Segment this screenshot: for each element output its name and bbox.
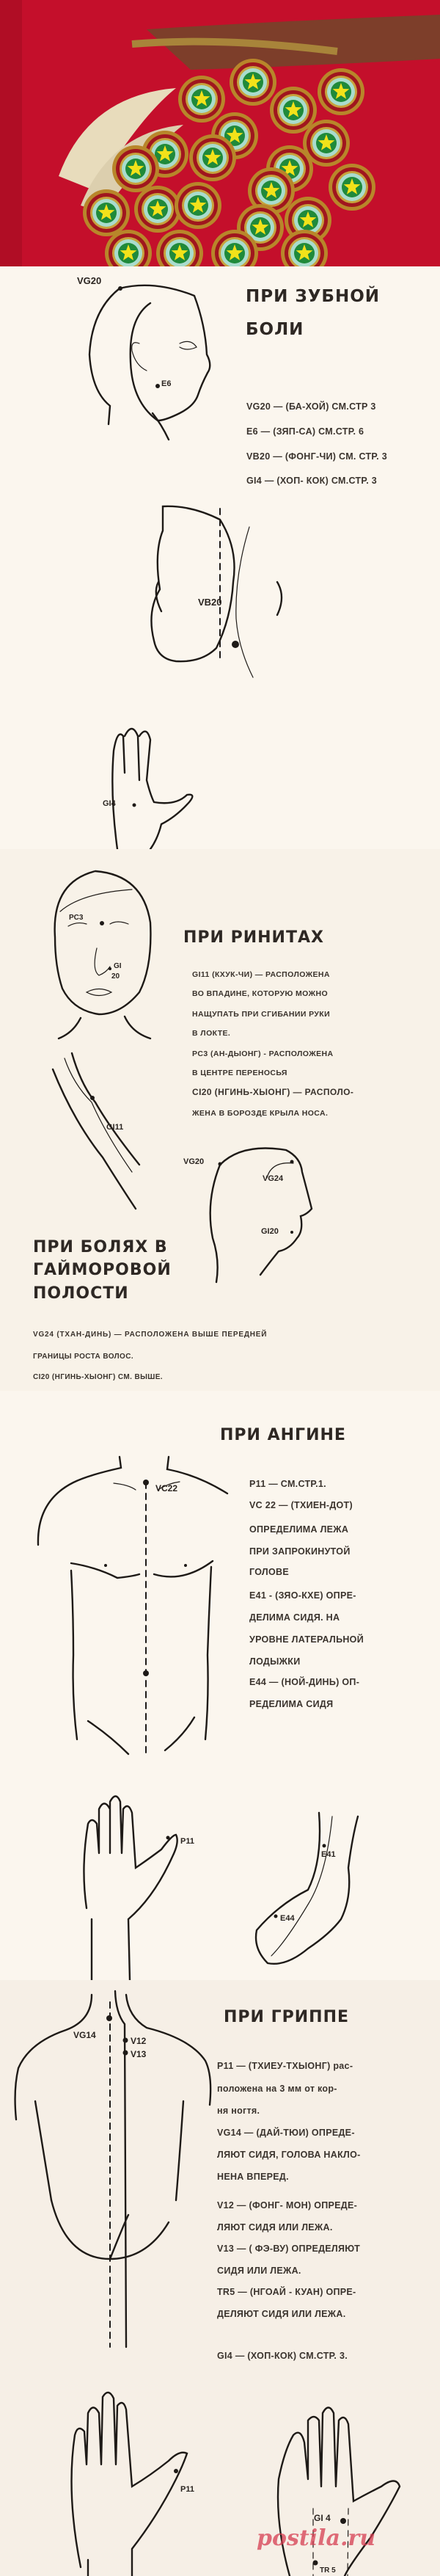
point-label-vb20: VB20: [198, 597, 222, 608]
point-label-p11: P11: [180, 2485, 194, 2494]
header-photo: [0, 0, 440, 266]
text-line: РЕДЕЛИМА СИДЯ: [249, 1699, 334, 1709]
balm-tin: [285, 197, 331, 244]
balm-tin: [318, 68, 364, 115]
balm-tin: [270, 87, 317, 134]
text-line: ЛОДЫЖКИ: [249, 1656, 301, 1667]
text-line: В ЦЕНТРЕ ПЕРЕНОСЬЯ: [192, 1069, 287, 1077]
point-label-gi20: GI20: [261, 1227, 279, 1236]
section-title: ГАЙМОРОВОЙ: [33, 1261, 172, 1279]
balm-tin: [248, 167, 295, 214]
balm-tin: [105, 230, 152, 266]
balm-tin: [329, 164, 375, 211]
text-line: GI4 — (ХОП- КОК) СМ.СТР. 3: [246, 476, 377, 486]
point-label-v13: V13: [131, 2049, 147, 2059]
section-title: ПРИ ГРИППЕ: [224, 2008, 350, 2026]
text-line: НЕНА ВПЕРЕД.: [217, 2172, 289, 2182]
point-label-gi20: GI: [114, 962, 122, 970]
section-title: ПРИ АНГИНЕ: [220, 1426, 346, 1444]
text-line: VC 22 — (ТХИЕН-ДОТ): [249, 1500, 353, 1510]
section-rhinitis: ПРИ РИНИТАХ GI11 (КХУК-ЧИ) — РАСПОЛОЖЕНА…: [0, 849, 440, 1391]
point-label-e44: E44: [280, 1914, 295, 1923]
text-line: CI20 (НГИНЬ-ХЫОНГ) СМ. ВЫШЕ.: [33, 1373, 163, 1381]
balm-tin: [156, 230, 203, 266]
text-line: УРОВНЕ ЛАТЕРАЛЬНОЙ: [249, 1634, 364, 1645]
text-line: PC3 (АН-ДЫОНГ) - РАСПОЛОЖЕНА: [192, 1049, 334, 1058]
point-label-gi11: GI11: [106, 1123, 124, 1132]
text-line: E41 - (ЗЯО-КХЕ) ОПРЕ-: [249, 1590, 356, 1601]
text-line: TR5 — (НГОАЙ - КУАН) ОПРЕ-: [217, 2287, 356, 2297]
torso-hand-foot-illustration: [37, 1455, 359, 1982]
text-line: ГРАНИЦЫ РОСТА ВОЛОС.: [33, 1353, 134, 1361]
balm-tin: [83, 189, 130, 236]
point-label-gi4: GI 4: [314, 2513, 331, 2523]
text-line: ДЕЛЯЮТ СИДЯ ИЛИ ЛЕЖА.: [217, 2309, 346, 2319]
text-line: ДЕЛИМА СИДЯ. НА: [249, 1612, 340, 1623]
point-label-e41: E41: [321, 1850, 336, 1859]
balm-tin: [211, 230, 258, 266]
text-line: ня ногтя.: [217, 2106, 260, 2116]
balm-tin: [134, 186, 181, 233]
balm-tins-photo: [0, 0, 440, 266]
text-line: P11 — СМ.СТР.1.: [249, 1479, 326, 1489]
head-profile-illustration: [88, 284, 283, 851]
text-line: GI11 (КХУК-ЧИ) — РАСПОЛОЖЕНА: [192, 970, 330, 979]
section-angina: ПРИ АНГИНЕ P11 — СМ.СТР.1. VC 22 — (ТХИЕ…: [0, 1391, 440, 1982]
balm-tin: [237, 204, 284, 251]
balm-tin: [281, 230, 328, 266]
point-label-pc3: PC3: [69, 914, 84, 922]
watermark-link[interactable]: postila.ru: [257, 2525, 376, 2551]
text-line: VG24 (ТХАН-ДИНЬ) — РАСПОЛОЖЕНА ВЫШЕ ПЕРЕ…: [33, 1331, 268, 1339]
text-line: НАЩУПАТЬ ПРИ СГИБАНИИ РУКИ: [192, 1010, 331, 1019]
point-label-vg20: VG20: [183, 1157, 205, 1166]
point-label-gi20-num: 20: [111, 972, 120, 980]
point-label-p11: P11: [180, 1837, 194, 1846]
text-line: ЖЕНА В БОРОЗДЕ КРЫЛА НОСА.: [192, 1109, 329, 1118]
text-line: ЛЯЮТ СИДЯ, ГОЛОВА НАКЛО-: [217, 2150, 361, 2160]
point-label-tr5: TR 5: [320, 2566, 336, 2575]
text-line: ГОЛОВЕ: [249, 1567, 289, 1577]
text-line: В ЛОКТЕ.: [192, 1029, 231, 1038]
balm-tin: [230, 59, 276, 106]
text-line: E6 — (ЗЯП-СА) СМ.СТР. 6: [246, 426, 364, 437]
text-line: VB20 — (ФОНГ-ЧИ) СМ. СТР. 3: [246, 451, 387, 462]
point-label-v12: V12: [131, 2036, 147, 2046]
face-arm-head-illustration: [51, 870, 313, 1284]
text-line: ОПРЕДЕЛИМА ЛЕЖА: [249, 1524, 349, 1535]
point-label-gi4: GI4: [103, 799, 116, 808]
section-title: БОЛИ: [246, 320, 304, 339]
back-hands-illustration: [14, 1990, 401, 2576]
text-line: P11 — (ТХИЕУ-ТХЫОНГ) рас-: [217, 2061, 353, 2071]
text-line: VG14 — (ДАЙ-ТЮИ) ОПРЕДЕ-: [217, 2128, 355, 2138]
section-toothache: ПРИ ЗУБНОЙ БОЛИ VG20 — (БА-ХОЙ) СМ.СТР 3…: [0, 266, 440, 851]
point-label-vg14: VG14: [73, 2030, 96, 2040]
section-title: ПРИ РИНИТАХ: [183, 928, 324, 947]
text-line: E44 — (НОЙ-ДИНЬ) ОП-: [249, 1677, 360, 1687]
text-line: ПРИ ЗАПРОКИНУТОЙ: [249, 1546, 351, 1557]
balm-tin: [175, 182, 221, 229]
point-label-vc22: VC22: [155, 1483, 178, 1493]
text-line: CI20 (НГИНЬ-ХЫОНГ) — РАСПОЛО-: [192, 1087, 354, 1097]
text-line: ЛЯЮТ СИДЯ ИЛИ ЛЕЖА.: [217, 2222, 333, 2233]
balm-tin: [178, 76, 225, 123]
section-title: ПРИ ЗУБНОЙ: [246, 287, 381, 306]
balm-tin: [112, 145, 159, 192]
text-line: V12 — (ФОНГ- МОН) ОПРЕДЕ-: [217, 2200, 358, 2211]
text-line: положена на 3 мм от кор-: [217, 2084, 337, 2094]
text-line: ВО ВПАДИНЕ, КОТОРУЮ МОЖНО: [192, 989, 329, 998]
section-flu: ПРИ ГРИППЕ P11 — (ТХИЕУ-ТХЫОНГ) рас-поло…: [0, 1980, 440, 2576]
text-line: VG20 — (БА-ХОЙ) СМ.СТР 3: [246, 401, 376, 412]
text-line: СИДЯ ИЛИ ЛЕЖА.: [217, 2266, 301, 2276]
balm-tin: [189, 134, 236, 181]
text-line: V13 — ( ФЭ-ВУ) ОПРЕДЕЛЯЮТ: [217, 2244, 361, 2254]
text-line: GI4 — (ХОП-КОК) СМ.СТР. 3.: [217, 2351, 348, 2361]
section-title: ПОЛОСТИ: [33, 1284, 129, 1303]
point-label-e6: E6: [161, 379, 172, 388]
section-title: ПРИ БОЛЯХ В: [33, 1238, 168, 1256]
point-label-vg20: VG20: [77, 275, 102, 286]
balm-tin: [303, 120, 350, 167]
point-label-vg24: VG24: [263, 1174, 284, 1183]
